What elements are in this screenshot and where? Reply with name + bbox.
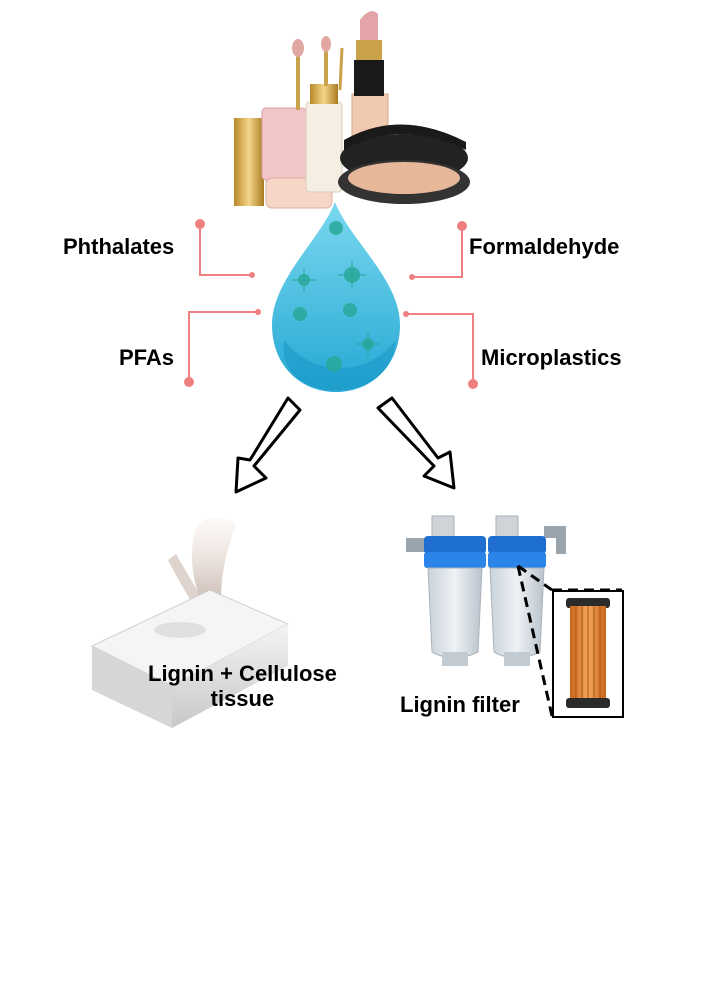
label-tissue-line1: Lignin + Cellulose [148, 661, 337, 686]
label-pfas: PFAs [119, 345, 175, 370]
arrow-to-tissue [234, 396, 302, 494]
label-tissue: Lignin + Cellulose tissue [148, 661, 337, 712]
water-drop-icon [272, 202, 400, 392]
connector-pfas [184, 309, 261, 387]
connector-formaldehyde [409, 221, 467, 280]
label-filter: Lignin filter [400, 692, 520, 717]
label-formaldehyde: Formaldehyde [469, 234, 620, 259]
label-microplastics: Microplastics [481, 345, 622, 370]
water-filter-icon [406, 515, 566, 666]
filter-cartridge-icon [552, 590, 624, 718]
tissue-box-icon [90, 518, 290, 728]
cosmetics-icon [234, 11, 470, 209]
connector-microplastics [403, 311, 478, 389]
connector-phthalates [195, 219, 255, 278]
label-tissue-line2: tissue [210, 686, 275, 712]
label-phthalates: Phthalates [63, 234, 175, 259]
arrow-to-filter [376, 396, 456, 490]
